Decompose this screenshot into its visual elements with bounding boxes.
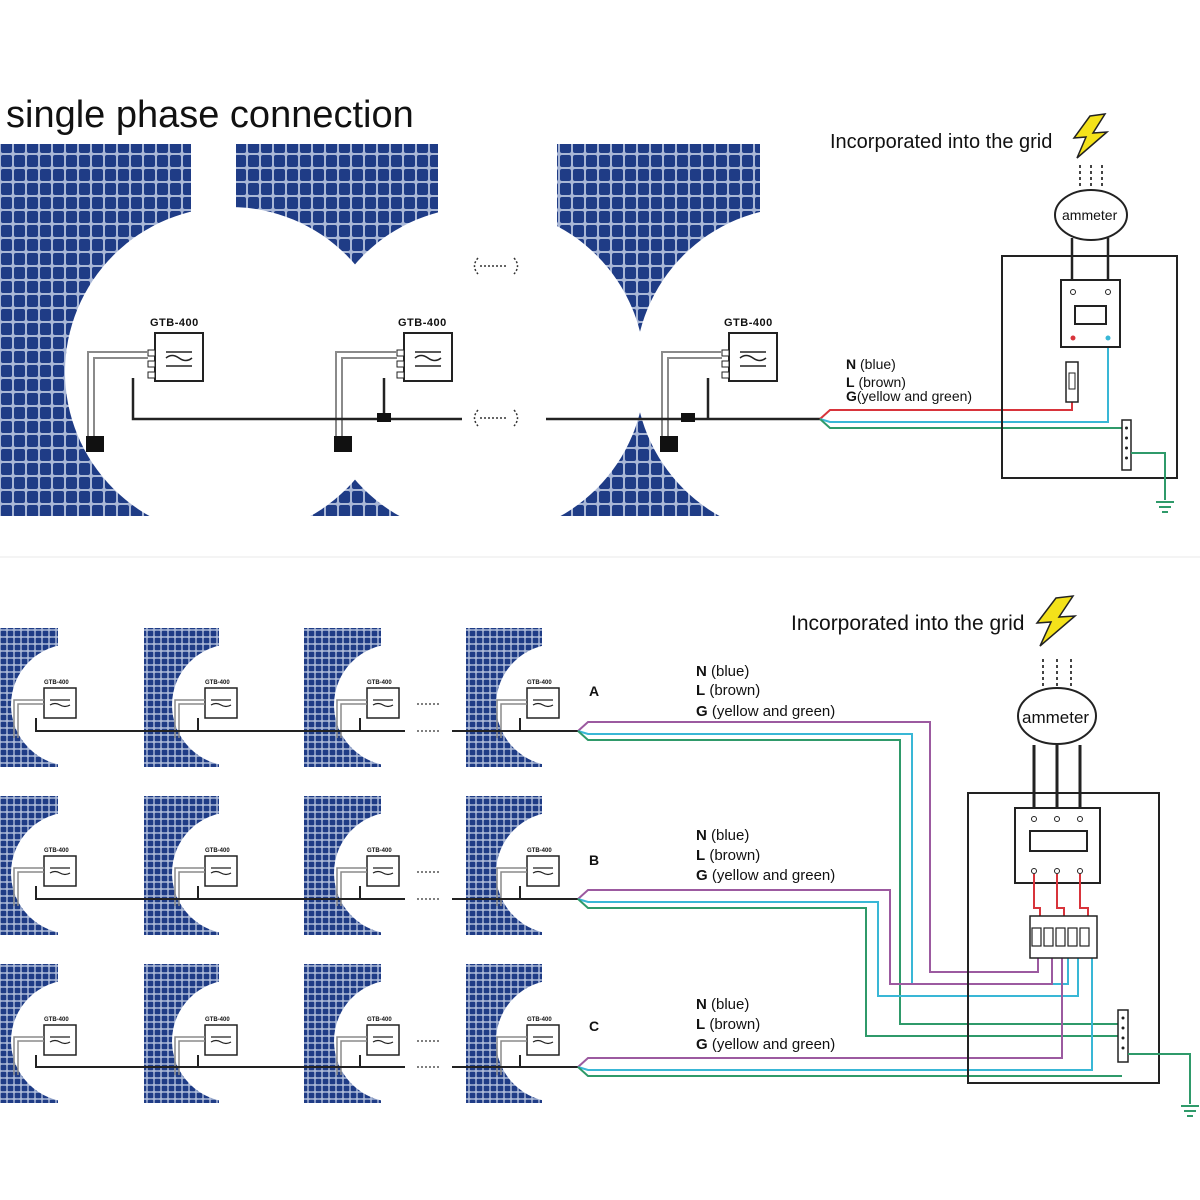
- inverter-model-label: GTB-400: [367, 848, 392, 854]
- wire-label-l: L (brown): [846, 374, 906, 390]
- wire-label-l: L (brown): [696, 1016, 761, 1033]
- lightning-icon: [1035, 595, 1078, 647]
- phase-label-c: C: [589, 1018, 600, 1034]
- wire-label-n: N (blue): [696, 827, 750, 844]
- fuse-block: [1029, 915, 1098, 959]
- inverter-model-label: GTB-400: [367, 1017, 392, 1023]
- microinverter: [147, 332, 204, 382]
- inverter-model-label: GTB-400: [527, 680, 552, 686]
- phase-label-a: A: [589, 683, 600, 699]
- fuse: [1065, 361, 1079, 403]
- grid-label-3phase: Incorporated into the grid: [791, 612, 1025, 635]
- wire-label-g: G(yellow and green): [846, 388, 973, 404]
- continuation-mark: [473, 409, 519, 427]
- inverter-model-label: GTB-400: [44, 680, 69, 686]
- inverter-model-label: GTB-400: [44, 848, 69, 854]
- ammeter-label: ammeter: [1062, 207, 1118, 223]
- inverter-model-label: GTB-400: [44, 1017, 69, 1023]
- inverter-model-label: GTB-400: [398, 317, 447, 329]
- string-row-a: [13, 687, 578, 738]
- bottom-section: [0, 595, 1199, 1117]
- continuation-mark: [473, 257, 519, 275]
- wire-label-n: N (blue): [696, 996, 750, 1013]
- top-section: [0, 113, 1200, 537]
- inverter-model-label: GTB-400: [205, 680, 230, 686]
- inverter-model-label: GTB-400: [724, 317, 773, 329]
- microinverter: [396, 332, 453, 382]
- grid-label: Incorporated into the grid: [830, 131, 1053, 153]
- ammeter-label-3phase: ammeter: [1022, 708, 1090, 727]
- inverter-model-label: GTB-400: [527, 848, 552, 854]
- inverter-model-label: GTB-400: [150, 317, 199, 329]
- ammeter: [1054, 189, 1128, 241]
- ground-terminal-bar: [1121, 419, 1132, 471]
- microinverter: [721, 332, 778, 382]
- wire-label-l: L (brown): [696, 682, 761, 699]
- inverter-model-label: GTB-400: [527, 1017, 552, 1023]
- phase-label-b: B: [589, 852, 600, 868]
- wire-label-n: N (blue): [696, 663, 750, 680]
- inverter-model-label: GTB-400: [205, 1017, 230, 1023]
- ammeter-3phase: [1017, 687, 1097, 745]
- inverter-model-label: GTB-400: [367, 680, 392, 686]
- wire-label-g: G (yellow and green): [696, 867, 836, 884]
- ground-symbol: [1181, 1105, 1199, 1117]
- inverter-model-label: GTB-400: [205, 848, 230, 854]
- wire-label-g: G (yellow and green): [696, 703, 836, 720]
- distribution-box: [1001, 255, 1178, 479]
- wire-label-l: L (brown): [696, 847, 761, 864]
- string-row-b: [13, 855, 578, 906]
- ground-terminal-bar-3phase: [1117, 1009, 1129, 1063]
- lightning-icon: [1072, 113, 1110, 159]
- string-row-c: [13, 1024, 578, 1075]
- wire-label-n: N (blue): [846, 356, 896, 372]
- page-title: single phase connection: [6, 94, 414, 136]
- ground-symbol: [1156, 501, 1174, 513]
- wire-label-g: G (yellow and green): [696, 1036, 836, 1053]
- distribution-box-3phase: [967, 792, 1160, 1084]
